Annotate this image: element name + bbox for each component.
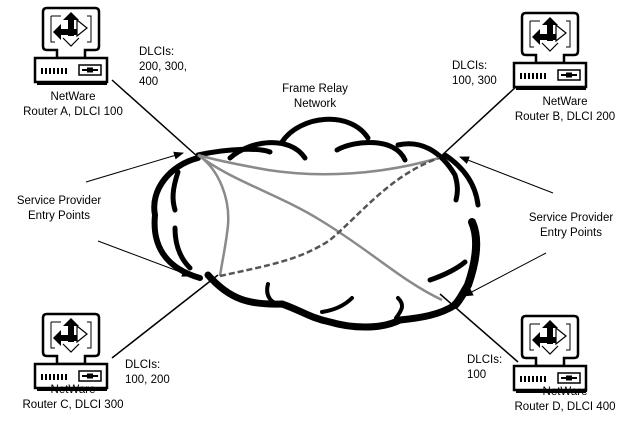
router-b-dlcis-title: DLCIs: (452, 60, 488, 72)
router-b-name-line1: NetWare (542, 96, 588, 108)
router-d-name: NetWare Router D, DLCI 400 (500, 385, 630, 415)
network-label: Frame Relay Network (270, 82, 360, 112)
access-line-b (438, 84, 519, 159)
access-line-d (439, 293, 519, 363)
router-a-name-line2: Router A, DLCI 100 (23, 106, 123, 118)
network-label-line2: Network (293, 98, 337, 110)
network-label-line1: Frame Relay (282, 83, 348, 95)
router-c-icon (33, 312, 109, 393)
router-c-name-line2: Router C, DLCI 300 (22, 399, 124, 411)
annotation-left-line1: Service Provider (16, 195, 102, 207)
router-b-name-line2: Router B, DLCI 200 (514, 111, 616, 123)
circuit-a-b (197, 153, 440, 176)
virtual-circuits (197, 153, 443, 302)
router-a-dlcis-line1: 200, 300, (139, 61, 187, 73)
router-b-icon (512, 11, 588, 92)
router-d-dlcis-line1: 100 (467, 369, 487, 381)
access-line-a (111, 79, 199, 158)
router-c-dlcis-title: DLCIs: (125, 359, 161, 371)
circuit-c-b (219, 156, 440, 278)
router-d-name-line1: NetWare (542, 386, 588, 398)
router-d-icon (512, 314, 588, 395)
router-b-dlcis-line1: 100, 300 (452, 75, 497, 87)
annotation-right: Service Provider Entry Points (516, 211, 626, 241)
circuit-a-c (197, 153, 230, 277)
router-c-name-line1: NetWare (50, 384, 96, 396)
router-c-dlcis: DLCIs: 100, 200 (125, 358, 170, 388)
annotation-left: Service Provider Entry Points (4, 194, 114, 224)
circuit-a-d (197, 154, 443, 302)
router-a-name: NetWare Router A, DLCI 100 (8, 90, 138, 120)
arrow-right-bottom (463, 252, 547, 297)
frame-relay-cloud (151, 116, 481, 331)
arrow-left-bottom (97, 240, 192, 277)
router-d-name-line2: Router D, DLCI 400 (514, 401, 616, 413)
access-line-c (111, 274, 219, 359)
entry-point-arrows (85, 151, 554, 297)
router-d-dlcis: DLCIs: 100 (467, 353, 502, 383)
router-a-dlcis-title: DLCIs: (139, 46, 175, 58)
router-a-name-line1: NetWare (50, 91, 96, 103)
access-lines (111, 79, 519, 363)
annotation-right-line2: Entry Points (540, 227, 602, 239)
router-b-name: NetWare Router B, DLCI 200 (500, 95, 630, 125)
router-a-dlcis: DLCIs: 200, 300, 400 (139, 45, 187, 90)
annotation-left-line2: Entry Points (28, 210, 90, 222)
router-c-name: NetWare Router C, DLCI 300 (8, 383, 138, 413)
router-a-icon (33, 6, 109, 87)
annotation-right-line1: Service Provider (528, 212, 614, 224)
router-d-dlcis-title: DLCIs: (467, 354, 503, 366)
arrow-right-top (459, 156, 554, 194)
router-a-dlcis-line2: 400 (139, 76, 159, 88)
router-c-dlcis-line1: 100, 200 (125, 374, 170, 386)
arrow-left-top (85, 151, 184, 183)
router-b-dlcis: DLCIs: 100, 300 (452, 59, 497, 89)
